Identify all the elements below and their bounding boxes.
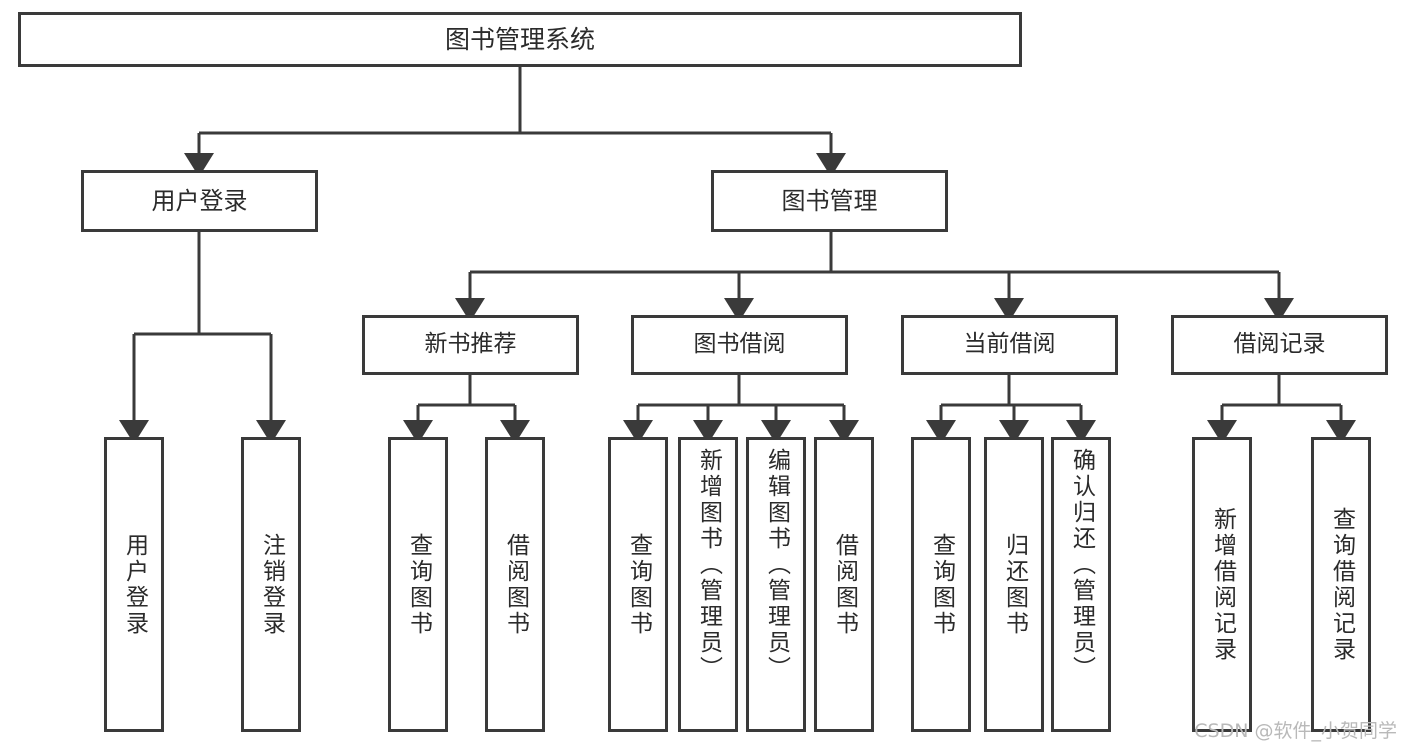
node-label: 新增借阅记录 <box>1209 506 1236 663</box>
node-label: 用户登录 <box>121 532 148 637</box>
node-label: 新增图书（管理员） <box>695 448 722 682</box>
node-label: 查询图书 <box>625 532 652 637</box>
leaf-add-borrow-record[interactable]: 新增借阅记录 <box>1192 437 1252 732</box>
node-book-borrowing[interactable]: 图书借阅 <box>631 315 848 375</box>
node-book-management[interactable]: 图书管理 <box>711 170 948 232</box>
leaf-query-book-borrowing[interactable]: 查询图书 <box>608 437 668 732</box>
leaf-query-borrow-record[interactable]: 查询借阅记录 <box>1311 437 1371 732</box>
node-label: 用户登录 <box>151 186 248 215</box>
leaf-edit-book-admin[interactable]: 编辑图书（管理员） <box>746 437 806 732</box>
node-user-login[interactable]: 用户登录 <box>81 170 318 232</box>
node-label: 图书管理 <box>781 186 878 215</box>
node-label: 归还图书 <box>1001 532 1028 637</box>
leaf-borrow-book-newbook[interactable]: 借阅图书 <box>485 437 545 732</box>
node-new-book-recommendation[interactable]: 新书推荐 <box>362 315 579 375</box>
node-root-system[interactable]: 图书管理系统 <box>18 12 1022 67</box>
node-label: 查询图书 <box>405 532 432 637</box>
node-label: 查询图书 <box>928 532 955 637</box>
leaf-confirm-return-admin[interactable]: 确认归还（管理员） <box>1051 437 1111 732</box>
node-label: 借阅记录 <box>1233 331 1326 358</box>
leaf-user-login[interactable]: 用户登录 <box>104 437 164 732</box>
node-label: 新书推荐 <box>424 331 517 358</box>
leaf-user-logout[interactable]: 注销登录 <box>241 437 301 732</box>
leaf-query-book-current[interactable]: 查询图书 <box>911 437 971 732</box>
leaf-return-book[interactable]: 归还图书 <box>984 437 1044 732</box>
node-label: 确认归还（管理员） <box>1068 448 1095 682</box>
leaf-lend-book[interactable]: 借阅图书 <box>814 437 874 732</box>
node-label: 当前借阅 <box>963 331 1056 358</box>
node-label: 借阅图书 <box>831 532 858 637</box>
leaf-add-book-admin[interactable]: 新增图书（管理员） <box>678 437 738 732</box>
node-borrow-records[interactable]: 借阅记录 <box>1171 315 1388 375</box>
node-current-borrowing[interactable]: 当前借阅 <box>901 315 1118 375</box>
node-label: 注销登录 <box>258 532 285 637</box>
node-label: 编辑图书（管理员） <box>763 448 790 682</box>
node-label: 查询借阅记录 <box>1328 506 1355 663</box>
leaf-query-book-newbook[interactable]: 查询图书 <box>388 437 448 732</box>
node-label: 图书借阅 <box>693 331 786 358</box>
node-label: 借阅图书 <box>502 532 529 637</box>
node-label: 图书管理系统 <box>444 24 595 54</box>
